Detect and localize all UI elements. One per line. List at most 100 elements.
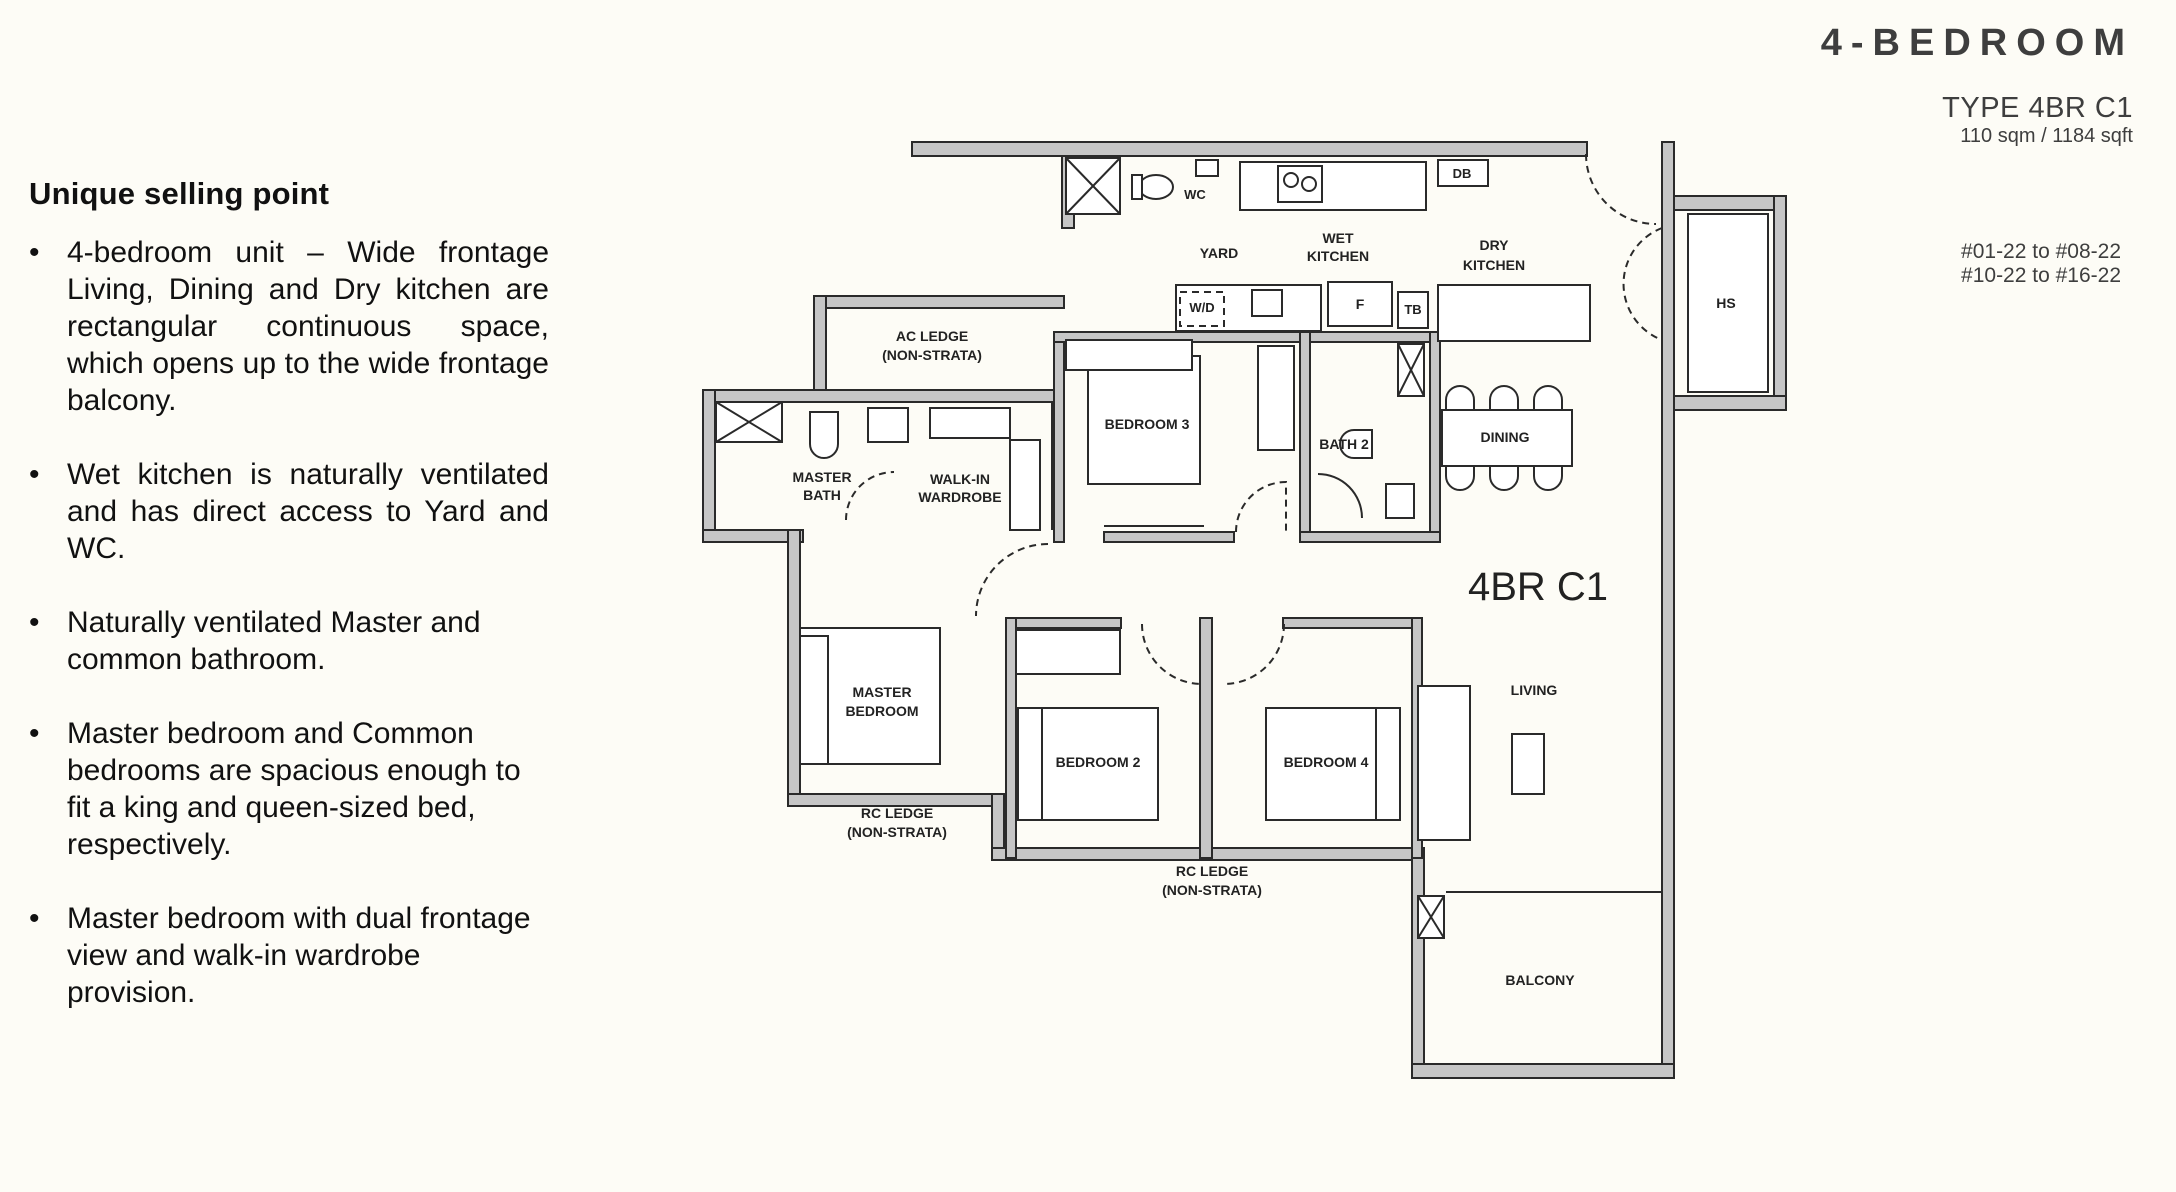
room-label-wet-kitchen: WET: [1322, 230, 1354, 246]
bedroom3-bed: [1087, 355, 1201, 485]
dry-kitchen-island: [1437, 284, 1591, 342]
exterior-walls: [702, 141, 1787, 1079]
room-label-fridge: F: [1356, 296, 1365, 312]
usp-item: • Wet kitchen is naturally ventilated and…: [29, 456, 549, 567]
bullet-icon: •: [29, 606, 40, 639]
room-label-ac-ledge: (NON-STRATA): [882, 347, 982, 363]
bedroom-partition-wall: [1199, 617, 1213, 859]
bedroom2-west-wall: [1005, 617, 1017, 859]
room-label-dining: DINING: [1481, 429, 1530, 445]
bullet-icon: •: [29, 902, 40, 935]
bath2-basin-icon: [1385, 483, 1415, 519]
wc-toilet-icon: [1138, 174, 1174, 200]
bedroom2-headboard: [1017, 707, 1043, 821]
hs-east-wall: [1773, 195, 1787, 411]
bedroom3-headboard: [1065, 339, 1193, 371]
bedroom4-door-swing: [1223, 623, 1285, 685]
kitchen-counter-lower: [1175, 284, 1322, 332]
bedroom3-door-swing: [1235, 480, 1287, 533]
bath2-door-swing: [1317, 473, 1363, 519]
room-label-walk-in: WALK-IN: [930, 471, 990, 487]
wc-cistern-icon: [1131, 174, 1143, 200]
usp-title: Unique selling point: [29, 176, 330, 211]
wc-basin-icon: [1195, 159, 1219, 177]
living-furniture: [1417, 685, 1662, 939]
room-label-wc: WC: [1184, 187, 1206, 202]
bath2-fixtures: [1317, 343, 1425, 519]
bedroom2-door-swing: [1141, 623, 1203, 685]
ac-ledge-west-wall: [813, 295, 827, 391]
room-label-master-bath: MASTER: [792, 469, 851, 485]
unit-numbers-line: #01-22 to #08-22: [1961, 240, 2121, 263]
master-bedroom-furniture: [799, 543, 1049, 765]
sink-icon: [1251, 289, 1283, 317]
bedroom4-north-wall: [1282, 617, 1416, 629]
usp-item: •4-bedroom unit – Wide frontage Living, …: [29, 234, 549, 419]
household-shelter-interior: [1687, 213, 1769, 393]
shaft-cross: [1417, 895, 1445, 939]
usp-item-text: Wet kitchen is naturally ventilated and …: [67, 458, 549, 565]
room-labels: WC DB YARD WET KITCHEN DRY KITCHEN HS W/…: [792, 166, 1735, 988]
master-basin-icon: [867, 407, 909, 443]
dining-chair-icon: [1533, 385, 1563, 411]
room-label-ac-ledge: AC LEDGE: [896, 328, 968, 344]
usp-item-text: Master bedroom and Common bedrooms are s…: [67, 717, 521, 861]
unit-numbers: #01-22 to #08-22 #10-22 to #16-22: [1961, 240, 2121, 288]
master-door-swing: [975, 543, 1049, 617]
north-wall: [911, 141, 1588, 157]
master-bath-south-wall: [702, 529, 804, 543]
usp-item: •Naturally ventilated Master and common …: [29, 604, 549, 678]
walk-in-rail: [1009, 439, 1041, 531]
room-label-bath2: BATH 2: [1319, 436, 1369, 452]
bullet-icon: •: [29, 458, 40, 491]
unit-numbers-line: #10-22 to #16-22: [1961, 264, 2121, 287]
bedroom2-wardrobe: [1015, 629, 1121, 675]
bath2-toilet-icon: [1339, 429, 1373, 459]
wet-kitchen-counter: [1239, 161, 1427, 211]
room-label-living: LIVING: [1511, 682, 1558, 698]
unit-category-title: 4-BEDROOM: [1820, 22, 2134, 64]
master-headboard: [799, 635, 829, 765]
bedroom4-headboard: [1375, 707, 1401, 821]
usp-panel: Unique selling point •4-bedroom unit – W…: [29, 176, 549, 1048]
bedroom3-wardrobe: [1257, 345, 1295, 451]
dining-chair-icon: [1445, 465, 1475, 491]
usp-item: • Master bedroom with dual frontage view …: [29, 900, 549, 1011]
room-label-master-bedroom: BEDROOM: [845, 703, 918, 719]
usp-item-text: Master bedroom with dual frontage view a…: [67, 902, 531, 1009]
shower-cross: [715, 401, 783, 443]
entry-doors: [1585, 153, 1663, 341]
dining-chair-icon: [1489, 465, 1519, 491]
dining-chair-icon: [1445, 385, 1475, 411]
shower-cross: [1397, 343, 1425, 397]
hob-burner-icon: [1301, 176, 1317, 192]
living-coffee-table: [1511, 733, 1545, 795]
room-label-bedroom2: BEDROOM 2: [1056, 754, 1141, 770]
living-sofa: [1417, 685, 1471, 841]
room-label-yard: YARD: [1200, 245, 1238, 261]
hob-burner-icon: [1283, 172, 1299, 188]
unit-type: TYPE 4BR C1: [1942, 92, 2133, 124]
dining-chair-icon: [1533, 465, 1563, 491]
bedroom3-south-wall: [1103, 531, 1235, 543]
unit-plan-label: 4BR C1: [1468, 565, 1608, 609]
master-bath-door-swing: [845, 471, 895, 521]
usp-item: • Master bedroom and Common bedrooms are …: [29, 715, 549, 863]
bedroom3-west-wall: [1053, 331, 1065, 543]
usp-list: •4-bedroom unit – Wide frontage Living, …: [29, 234, 549, 1011]
room-label-rc-ledge: RC LEDGE: [861, 805, 933, 821]
hs-south-wall: [1673, 395, 1787, 411]
bath2-east-wall: [1429, 331, 1441, 543]
master-bath-west-wall: [702, 389, 716, 543]
room-label-master-bath: BATH: [803, 487, 841, 503]
room-label-wd: W/D: [1189, 300, 1214, 315]
tb-box: [1397, 291, 1429, 329]
unit-size: 110 sqm / 1184 sqft: [1960, 125, 2133, 147]
room-label-master-bedroom: MASTER: [852, 684, 911, 700]
master-toilet-icon: [809, 411, 839, 459]
fridge-icon: [1327, 281, 1393, 327]
dining-chair-icon: [1489, 385, 1519, 411]
bullet-icon: •: [29, 717, 40, 750]
room-label-dry-kitchen: KITCHEN: [1463, 257, 1525, 273]
master-bath-fixtures: [715, 401, 1053, 531]
